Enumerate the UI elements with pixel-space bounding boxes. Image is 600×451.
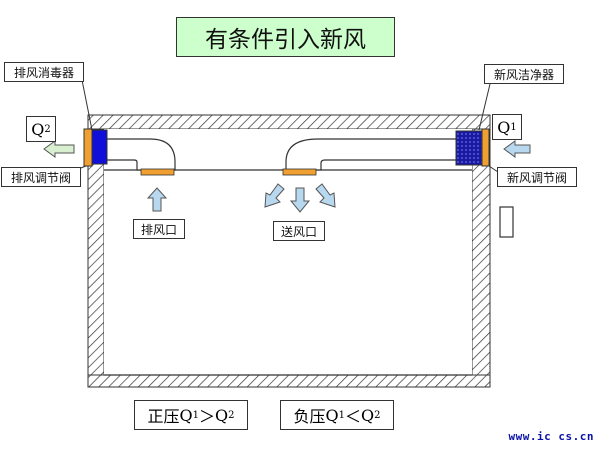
exhaust-disinfector bbox=[90, 129, 108, 165]
q2-outflow-arrow bbox=[43, 140, 75, 158]
q1-inflow-arrow bbox=[503, 140, 531, 158]
fresh-damper-label: 新风调节阀 bbox=[497, 167, 577, 187]
supply-outlet-grille bbox=[282, 168, 317, 176]
door-symbol bbox=[499, 206, 514, 238]
ceiling-wall bbox=[87, 114, 491, 130]
exhaust-damper bbox=[83, 128, 93, 167]
exhaust-outlet-grille bbox=[140, 168, 175, 176]
floor-wall bbox=[87, 374, 491, 388]
exhaust-outlet-label: 排风口 bbox=[133, 219, 185, 239]
exhaust-duct bbox=[103, 138, 176, 171]
supply-duct bbox=[285, 138, 459, 171]
exhaust-disinfector-leader bbox=[81, 79, 93, 131]
supply-down-left-arrow bbox=[264, 183, 285, 208]
supply-outlet-label: 送风口 bbox=[273, 221, 325, 241]
supply-down-arrow bbox=[289, 187, 311, 213]
fresh-air-cleaner bbox=[455, 130, 484, 166]
fresh-damper-leader bbox=[488, 165, 499, 173]
exhaust-disinfector-label: 排风消毒器 bbox=[4, 62, 84, 82]
exhaust-up-arrow bbox=[146, 187, 168, 212]
diagram-title: 有条件引入新风 bbox=[176, 17, 395, 57]
fresh-cleaner-label: 新风洁净器 bbox=[484, 64, 564, 84]
fresh-air-damper bbox=[481, 128, 490, 167]
supply-down-arrows bbox=[264, 183, 336, 213]
fresh-cleaner-leader bbox=[478, 83, 491, 131]
website-watermark: www.ic cs.cn bbox=[508, 430, 594, 443]
exhaust-damper-label: 排风调节阀 bbox=[1, 167, 81, 187]
supply-down-right-arrow bbox=[315, 183, 336, 208]
